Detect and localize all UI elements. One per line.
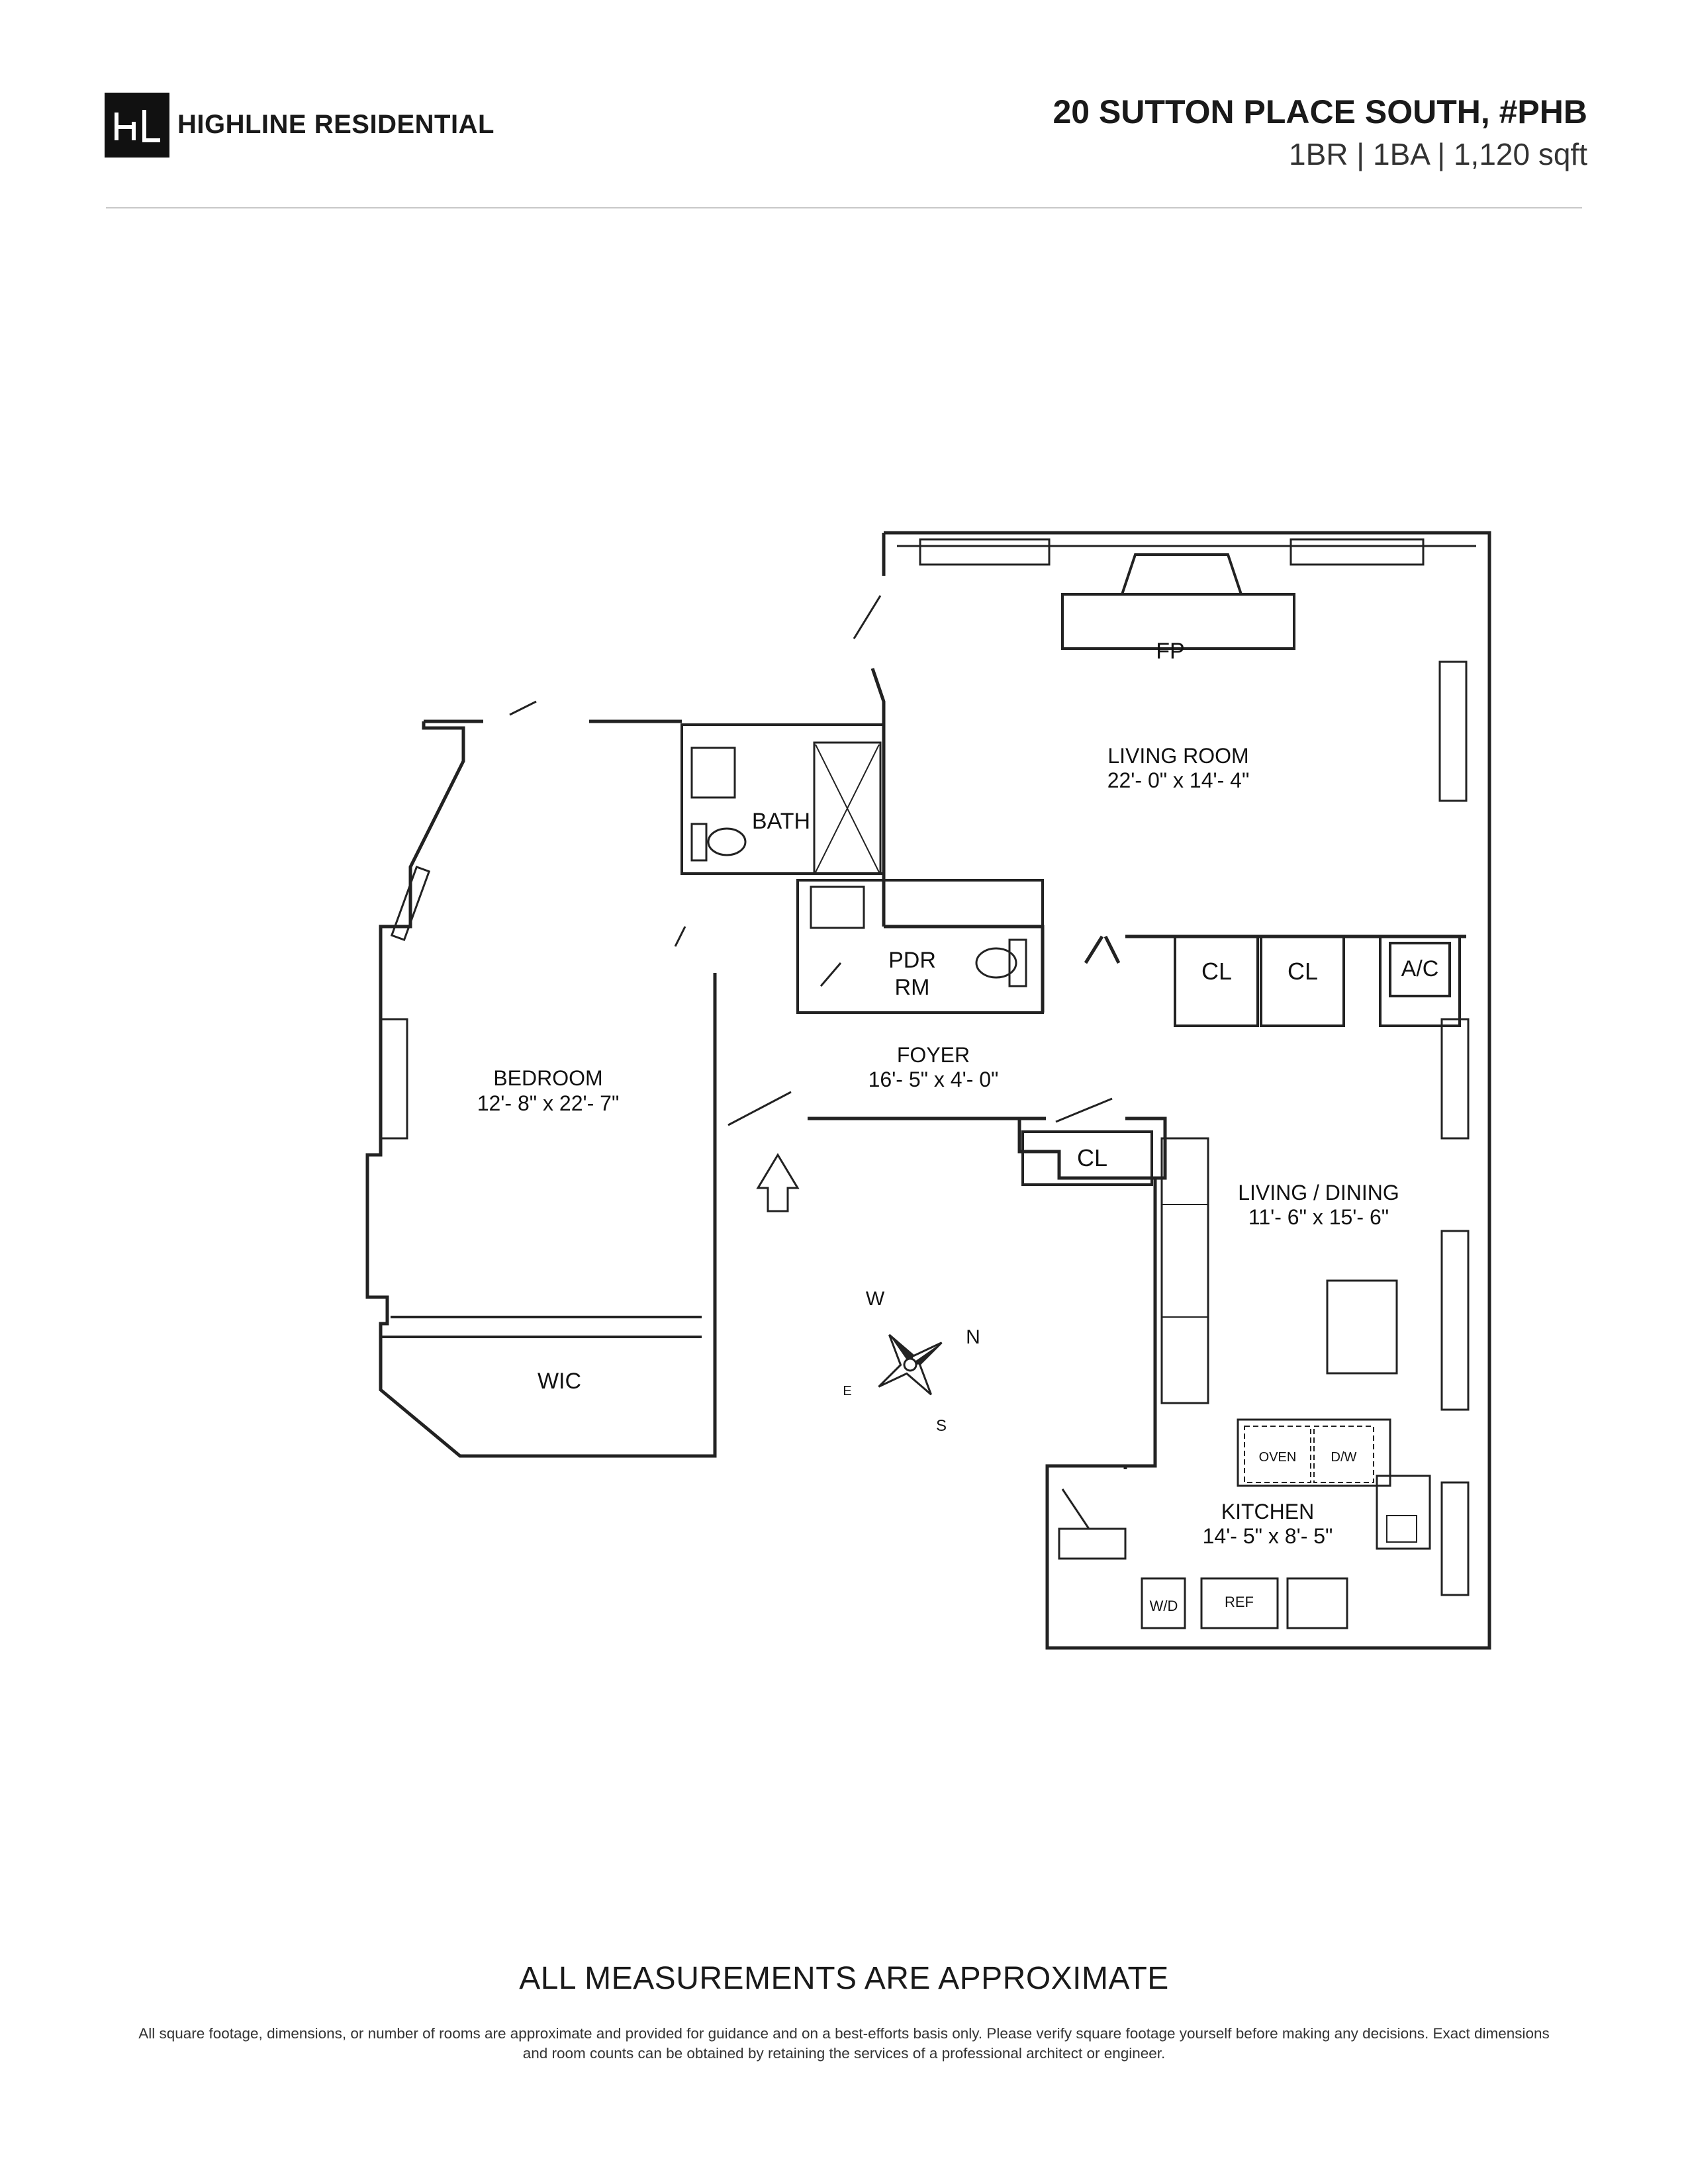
washer-dryer-label: W/D	[1150, 1598, 1178, 1614]
compass-east-label: E	[843, 1384, 851, 1398]
disclaimer-text: All square footage, dimensions, or numbe…	[138, 2025, 1550, 2062]
compass-north-label: N	[966, 1326, 980, 1348]
wic-label: WIC	[538, 1369, 581, 1394]
property-specs: 1BR | 1BA | 1,120 sqft	[1289, 137, 1587, 171]
ac-label: A/C	[1401, 956, 1439, 981]
bedroom-dims: 12'- 8" x 22'- 7"	[477, 1091, 620, 1115]
compass-south-label: S	[936, 1417, 947, 1435]
bath-label: BATH	[752, 809, 810, 834]
closet-label: CL	[1288, 958, 1318, 985]
living-room-label: LIVING ROOM	[1107, 744, 1248, 768]
pdr-label-line2: RM	[895, 975, 930, 1000]
foyer-dims: 16'- 5" x 4'- 0"	[868, 1068, 999, 1091]
bedroom-label: BEDROOM	[493, 1066, 602, 1090]
brand-logo-icon	[105, 93, 169, 158]
property-address: 20 SUTTON PLACE SOUTH, #PHB	[1053, 93, 1587, 130]
living-room-dims: 22'- 0" x 14'- 4"	[1107, 768, 1250, 792]
compass-icon	[878, 1334, 943, 1396]
compass-west-label: W	[866, 1288, 885, 1310]
pdr-label: PDR	[888, 948, 936, 973]
refrigerator-label: REF	[1225, 1594, 1254, 1610]
living-dining-dims: 11'- 6" x 15'- 6"	[1248, 1205, 1389, 1229]
foyer-label: FOYER	[897, 1043, 970, 1067]
closet-label: CL	[1201, 958, 1232, 985]
living-dining-label: LIVING / DINING	[1238, 1181, 1399, 1205]
measurements-note: ALL MEASUREMENTS ARE APPROXIMATE	[519, 1961, 1169, 1996]
closet-label: CL	[1077, 1144, 1107, 1171]
brand-name: HIGHLINE RESIDENTIAL	[177, 110, 494, 139]
kitchen-dims: 14'- 5" x 8'- 5"	[1203, 1524, 1333, 1548]
fireplace-label: FP	[1156, 639, 1184, 664]
oven-label: OVEN	[1259, 1450, 1297, 1465]
dishwasher-label: D/W	[1331, 1450, 1357, 1465]
header-divider	[106, 207, 1582, 208]
kitchen-label: KITCHEN	[1221, 1500, 1314, 1524]
